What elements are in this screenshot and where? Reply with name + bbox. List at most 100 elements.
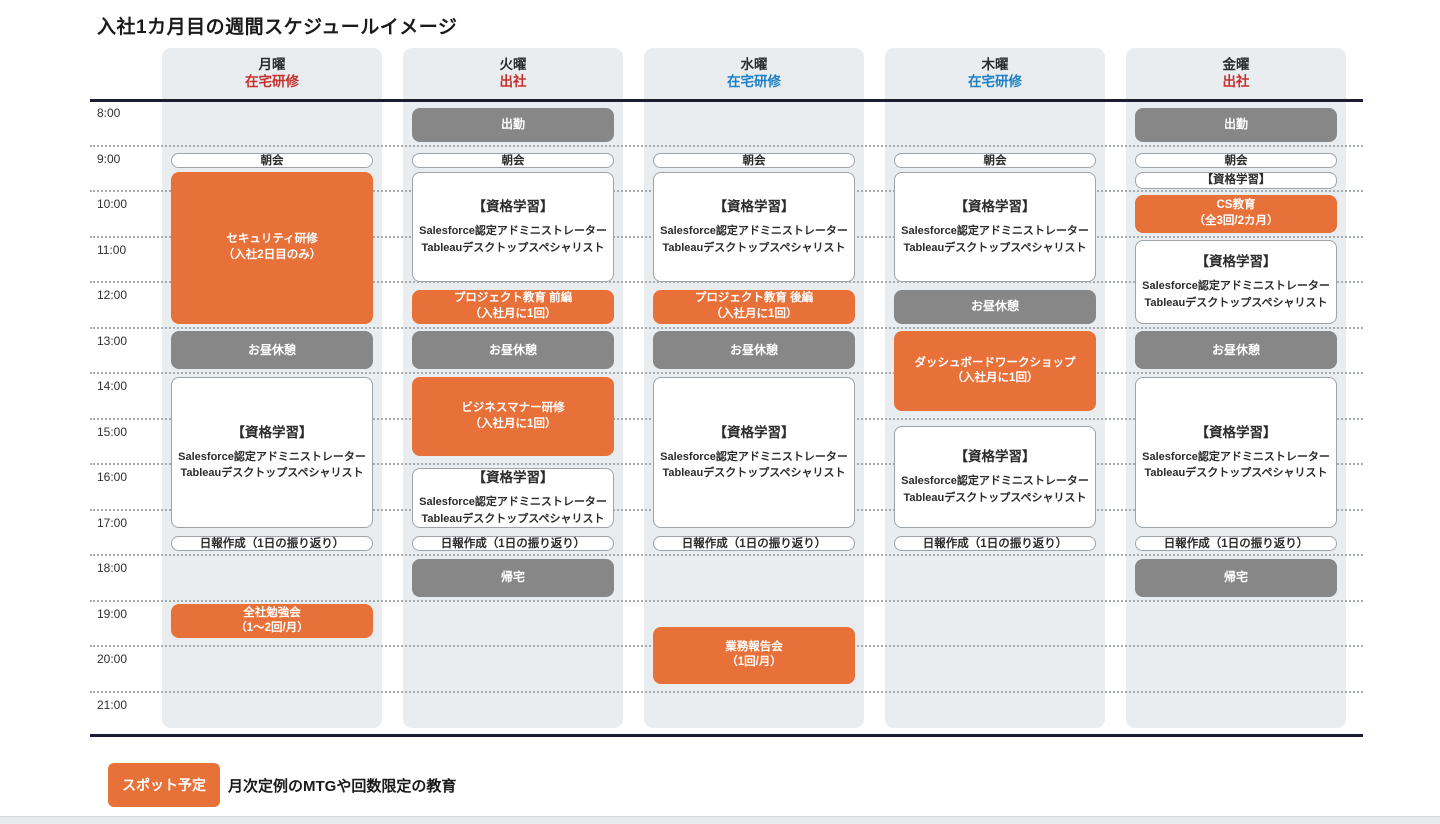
event-block: 朝会: [1135, 153, 1337, 169]
event-detail: Salesforce認定アドミニストレーター: [660, 225, 848, 238]
event-block: ビジネスマナー研修 （入社月に1回）: [412, 376, 614, 457]
day-header: 水曜在宅研修: [644, 48, 864, 90]
grid-hour-line: [90, 326, 1363, 329]
event-block: 【資格学習】 Salesforce認定アドミニストレーター Tableauデスクトッ…: [412, 172, 614, 282]
time-label: 18:00: [97, 561, 128, 575]
event-title: ビジネスマナー研修: [461, 402, 565, 415]
grid-hour-line: [90, 554, 1363, 556]
event-block: プロジェクト教育 後編 （入社月に1回）: [653, 289, 855, 324]
event-block: 朝会: [653, 153, 855, 169]
event-block: 日報作成（1日の振り返り）: [894, 536, 1096, 552]
event-block: 出勤: [1135, 107, 1337, 142]
time-label: 21:00: [97, 697, 128, 712]
legend-spot-badge: スポット予定: [108, 763, 220, 807]
event-title: 【資格学習】: [1195, 253, 1277, 269]
grid-top-line: [90, 99, 1363, 102]
time-label: 8:00: [97, 106, 121, 120]
time-label: 16:00: [97, 470, 128, 484]
event-detail: Tableauデスクトップスペシャリスト: [421, 512, 605, 525]
event-detail: Tableauデスクトップスペシャリスト: [180, 467, 364, 480]
event-subtitle: （入社2日目のみ）: [222, 248, 322, 261]
event-block: ダッシュボードワークショップ （入社月に1回）: [894, 331, 1096, 411]
legend-description: 月次定例のMTGや回数限定の教育: [228, 777, 457, 795]
event-title: CS教育: [1216, 199, 1256, 212]
time-label: 13:00: [97, 333, 128, 348]
event-block: 業務報告会（1回/月）: [653, 627, 855, 684]
event-detail: Salesforce認定アドミニストレーター: [660, 450, 848, 463]
event-title: 【資格学習】: [954, 449, 1036, 465]
event-detail: Salesforce認定アドミニストレーター: [419, 496, 607, 509]
bottom-divider-strip: [0, 816, 1440, 824]
event-title: ダッシュボードワークショップ: [914, 356, 1076, 369]
event-detail: Salesforce認定アドミニストレーター: [1142, 450, 1330, 463]
event-detail: Tableauデスクトップスペシャリスト: [903, 241, 1087, 254]
event-block: 帰宅: [412, 558, 614, 597]
event-detail: Tableauデスクトップスペシャリスト: [903, 491, 1087, 504]
grid-hour-line: [90, 281, 1363, 283]
event-block: 朝会: [412, 153, 614, 169]
day-header: 月曜在宅研修: [162, 48, 382, 90]
time-label: 15:00: [97, 424, 128, 439]
event-title: 【資格学習】: [472, 198, 554, 214]
time-label: 10:00: [97, 197, 128, 211]
event-block: お昼休憩: [1135, 331, 1337, 370]
day-header: 金曜出社: [1126, 48, 1346, 90]
time-label: 12:00: [97, 288, 128, 302]
day-status: 出社: [1222, 74, 1250, 89]
day-header: 木曜在宅研修: [885, 48, 1105, 90]
event-block: 朝会: [894, 153, 1096, 169]
event-block: お昼休憩: [894, 289, 1096, 324]
time-label: 17:00: [97, 515, 128, 530]
event-subtitle: （入社月に1回）: [710, 307, 798, 320]
event-block: 【資格学習】: [1135, 172, 1337, 189]
time-label: 11:00: [97, 242, 127, 257]
day-name: 火曜: [499, 57, 527, 72]
event-block: 【資格学習】 Salesforce認定アドミニストレーター Tableauデスクトッ…: [1135, 240, 1337, 324]
page-title: 入社1カ月目の週間スケジュールイメージ: [97, 17, 458, 38]
day-name: 金曜: [1222, 57, 1250, 72]
event-subtitle: （入社月に1回）: [469, 307, 557, 320]
event-block: 日報作成（1日の振り返り）: [653, 536, 855, 552]
event-title: プロジェクト教育 前編: [453, 292, 573, 305]
time-label: 20:00: [97, 652, 128, 666]
event-block: お昼休憩: [653, 331, 855, 370]
event-block: セキュリティ研修 （入社2日目のみ）: [171, 172, 373, 324]
event-title: 【資格学習】: [231, 424, 313, 440]
event-detail: Tableauデスクトップスペシャリスト: [662, 241, 846, 254]
grid-hour-line: [90, 690, 1363, 693]
day-name: 水曜: [740, 57, 768, 72]
event-detail: Tableauデスクトップスペシャリスト: [662, 467, 846, 480]
event-block: 日報作成（1日の振り返り）: [412, 536, 614, 552]
day-name: 月曜: [258, 57, 286, 72]
event-subtitle: （入社月に1回）: [951, 372, 1039, 385]
event-title: 全社勉強会: [243, 606, 301, 619]
event-block: お昼休憩: [412, 331, 614, 370]
event-detail: Salesforce認定アドミニストレーター: [901, 225, 1089, 238]
grid-bottom-line: [90, 734, 1363, 737]
event-detail: Salesforce認定アドミニストレーター: [419, 225, 607, 238]
day-status: 在宅研修: [968, 74, 1022, 89]
grid-hour-line: [90, 599, 1363, 602]
event-block: プロジェクト教育 前編 （入社月に1回）: [412, 289, 614, 324]
event-block: 日報作成（1日の振り返り）: [171, 536, 373, 552]
time-label: 19:00: [97, 606, 128, 621]
event-subtitle: （入社月に1回）: [469, 417, 557, 430]
event-subtitle: （全3回/2カ月）: [1193, 214, 1279, 227]
event-detail: Tableauデスクトップスペシャリスト: [421, 241, 605, 254]
time-label: 9:00: [97, 151, 121, 166]
event-title: 【資格学習】: [1195, 424, 1277, 440]
event-block: 全社勉強会（1～2回/月）: [171, 604, 373, 639]
event-title: プロジェクト教育 後編: [694, 292, 814, 305]
event-block: 日報作成（1日の振り返り）: [1135, 536, 1337, 552]
event-detail: Salesforce認定アドミニストレーター: [1142, 280, 1330, 293]
day-header: 火曜出社: [403, 48, 623, 90]
day-status: 出社: [499, 74, 527, 89]
event-detail: Tableauデスクトップスペシャリスト: [1144, 296, 1328, 309]
event-title: セキュリティ研修: [226, 233, 318, 246]
